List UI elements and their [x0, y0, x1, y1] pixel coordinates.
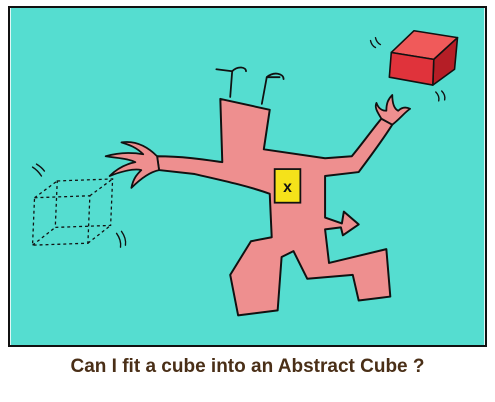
robot-left-claw: [104, 141, 160, 189]
cube-motion-marks: [369, 36, 446, 102]
robot-badge: x: [273, 168, 302, 204]
robot-badge-symbol: x: [283, 179, 292, 196]
cartoon-caption: Can I fit a cube into an Abstract Cube ?: [70, 356, 425, 377]
wireframe-motion-marks: [31, 163, 127, 248]
robot-right-claw: [374, 94, 411, 126]
robot-antennae: [215, 66, 285, 105]
wireframe-cube-icon: [31, 178, 114, 246]
cartoon-illustration: x: [10, 8, 485, 345]
cartoon-panel: x: [8, 6, 487, 347]
solid-red-cube-icon: [388, 29, 459, 86]
